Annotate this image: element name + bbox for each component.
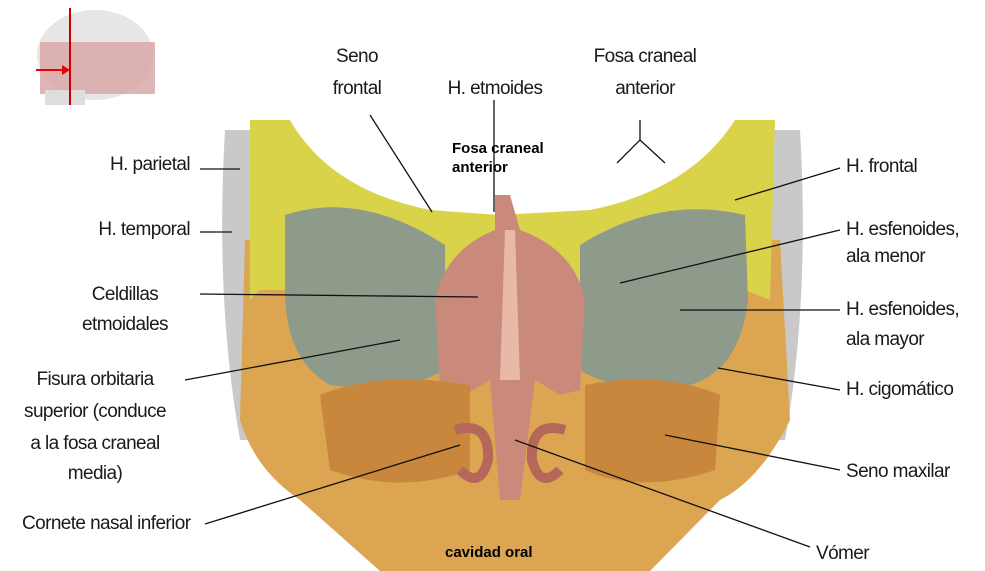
label-seno-frontal-1: Seno: [336, 46, 378, 67]
label-celdillas-1: Celdillas: [92, 284, 159, 305]
label-fosa-craneal-2: anterior: [615, 78, 676, 99]
annotation-fosa-1: Fosa craneal: [452, 140, 544, 157]
label-h-parietal: H. parietal: [110, 154, 190, 175]
label-fisura-2: superior (conduce: [24, 401, 166, 422]
label-fisura-4: media): [68, 463, 123, 484]
label-vomer: Vómer: [816, 543, 870, 564]
label-ala-mayor-2: ala mayor: [846, 329, 925, 350]
orbit-left: [285, 207, 445, 388]
label-h-etmoides: H. etmoides: [448, 78, 543, 99]
label-fisura-3: a la fosa craneal: [30, 433, 159, 454]
label-fisura-1: Fisura orbitaria: [36, 369, 154, 390]
label-h-frontal: H. frontal: [846, 156, 917, 177]
annotation-fosa-2: anterior: [452, 159, 508, 176]
maxillary-sinus-right: [585, 379, 720, 483]
label-h-temporal: H. temporal: [98, 219, 190, 240]
inferior-concha-right: [526, 423, 567, 483]
label-seno-maxilar: Seno maxilar: [846, 461, 951, 482]
label-fosa-craneal-1: Fosa craneal: [594, 46, 697, 67]
label-cornete: Cornete nasal inferior: [22, 513, 192, 534]
label-seno-frontal-2: frontal: [333, 78, 382, 99]
label-ala-mayor-1: H. esfenoides,: [846, 299, 959, 320]
label-h-cigomatico: H. cigomático: [846, 379, 953, 400]
label-ala-menor-2: ala menor: [846, 246, 926, 267]
orbit-right: [580, 209, 748, 388]
maxillary-sinus-left: [320, 379, 470, 483]
inferior-concha-left: [453, 423, 494, 483]
skull-thumbnail: [36, 8, 155, 105]
leader-lines: [184, 100, 841, 548]
annotation-cavidad-oral: cavidad oral: [445, 544, 533, 561]
label-ala-menor-1: H. esfenoides,: [846, 219, 959, 240]
label-celdillas-2: etmoidales: [82, 314, 168, 335]
